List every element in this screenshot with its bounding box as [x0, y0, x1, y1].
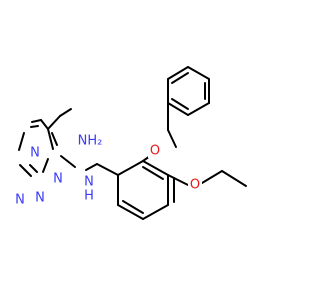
atom-label-linker-n: N: [84, 175, 94, 190]
bond: [30, 125, 39, 128]
bond: [221, 170, 247, 187]
bond: [40, 119, 49, 130]
label-background: [82, 175, 96, 189]
tetrazole-n3: N: [14, 193, 26, 208]
label-background: [14, 193, 26, 207]
molecule-structure-diagram: NH₂ N N N N N H O O: [14, 66, 247, 220]
atom-label-o-benzyl: O: [150, 144, 160, 159]
bond: [167, 66, 189, 80]
linker-nh: N H: [82, 175, 96, 204]
bond: [187, 66, 210, 80]
tetrazole-n2: N: [34, 191, 46, 206]
bond: [96, 163, 119, 176]
bond: [29, 164, 38, 173]
bond: [60, 155, 76, 168]
bond: [142, 160, 169, 176]
bond: [85, 163, 98, 171]
bonds-layer: [18, 66, 247, 220]
atom-label-n3: N: [15, 193, 25, 208]
bond: [201, 170, 223, 184]
bond: [142, 204, 169, 220]
bond: [51, 132, 58, 146]
bond: [187, 102, 210, 116]
label-background: [52, 172, 64, 186]
bond: [122, 200, 144, 214]
atom-label-n2: N: [35, 191, 45, 206]
bond: [171, 98, 189, 110]
atom-labels-layer: NH₂ N N N N N H O O: [14, 134, 202, 208]
bond: [171, 72, 189, 84]
benzyloxy-oxygen: O: [148, 144, 162, 159]
atom-label-o-ethoxy: O: [190, 178, 200, 193]
ethoxy-oxygen: O: [188, 178, 202, 193]
bond: [42, 158, 49, 173]
bond: [47, 115, 61, 130]
label-background: [34, 191, 46, 205]
tetrazole-n4: N: [29, 146, 41, 161]
bond: [18, 132, 25, 151]
label-background: [148, 144, 162, 158]
label-background: [73, 134, 103, 148]
label-background: [82, 189, 96, 203]
bond: [167, 102, 189, 116]
tetrazole-n1: N: [52, 172, 64, 187]
bond: [31, 119, 42, 123]
bond: [47, 128, 54, 150]
label-background: [29, 146, 41, 160]
atom-label-nh2: NH₂: [78, 134, 103, 149]
bond: [117, 160, 144, 176]
bond: [117, 204, 144, 220]
bond: [167, 174, 189, 186]
bond: [19, 164, 32, 177]
label-background: [188, 178, 202, 192]
bond: [142, 166, 164, 180]
amine-group-top: NH₂: [73, 134, 103, 149]
bond: [167, 129, 177, 148]
atom-label-n1: N: [53, 172, 63, 187]
atom-label-n4: N: [30, 146, 40, 161]
bond: [59, 108, 72, 117]
atom-label-linker-h: H: [84, 189, 94, 204]
